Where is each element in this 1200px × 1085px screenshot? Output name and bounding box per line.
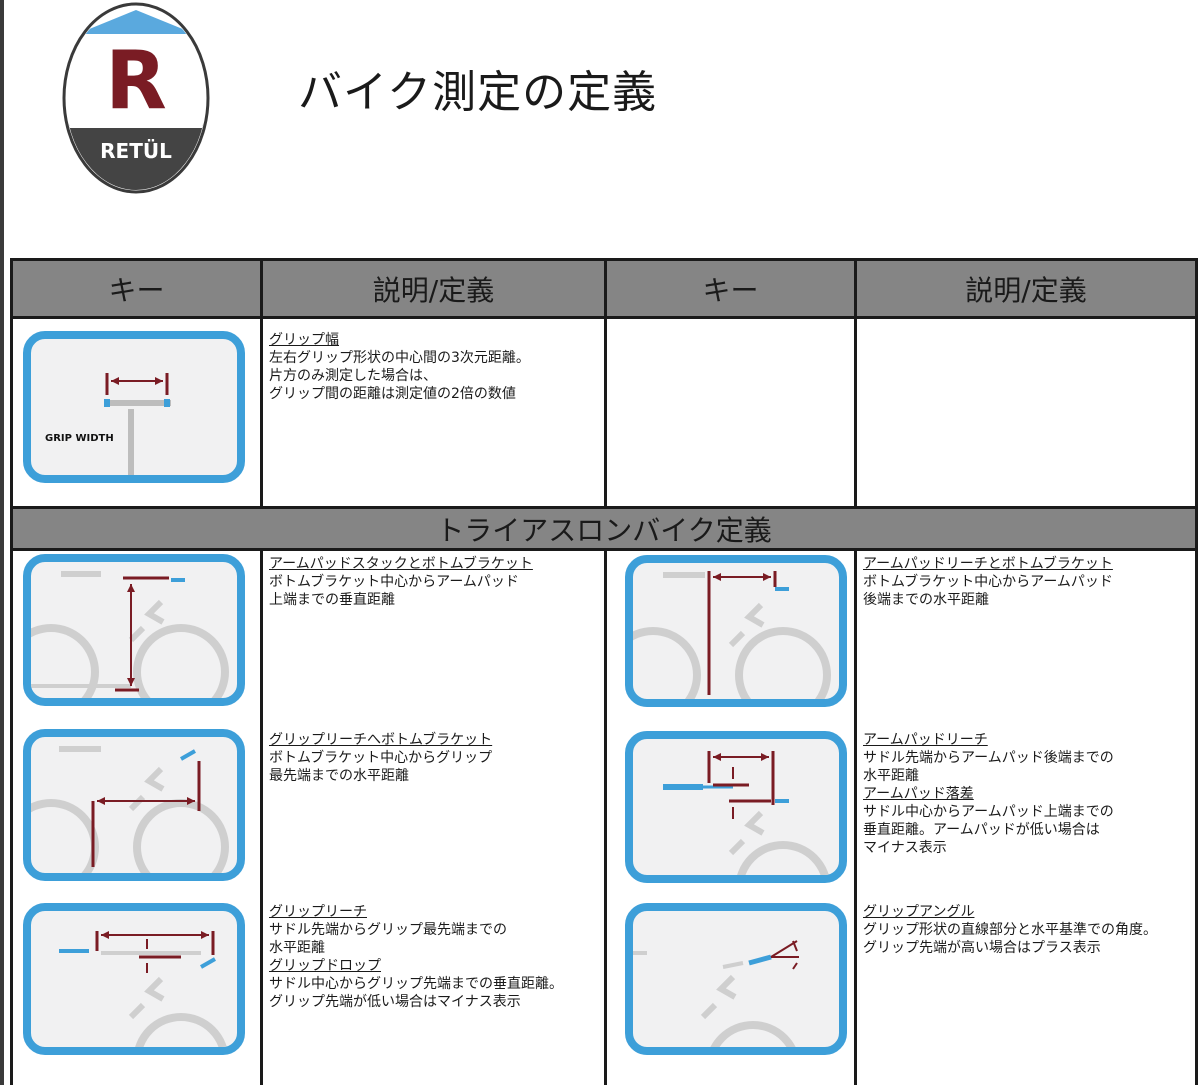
pad-reach-bb-line: ボトムブラケット中心からアームパッド <box>863 574 1113 590</box>
triathlon-section: アームパッドスタックとボトムブラケット ボトムブラケット中心からアームパッド 上… <box>13 551 1195 1085</box>
header-key-2: キー <box>607 261 857 316</box>
grip-reach-bb-diagram <box>23 729 245 881</box>
pad-reach-bb-diagram <box>625 555 847 707</box>
logo-letter: R <box>105 34 167 127</box>
grip-angle-diagram <box>625 903 847 1055</box>
grip-angle-line: グリップ形状の直線部分と水平基準での角度。 <box>863 922 1157 938</box>
pad-reach-line: 水平距離 <box>863 768 919 784</box>
pad-stack-line: 上端までの垂直距離 <box>269 592 395 608</box>
key-column-left <box>13 551 263 1085</box>
grip-width-line: 片方のみ測定した場合は、 <box>269 368 437 384</box>
grip-angle-line: グリップ先端が高い場合はプラス表示 <box>863 940 1101 956</box>
grip-drop-title: グリップドロップ <box>269 958 381 974</box>
grip-drop-line: グリップ先端が低い場合はマイナス表示 <box>269 994 521 1010</box>
grip-width-line: グリップ間の距離は測定値の2倍の数値 <box>269 386 516 402</box>
grip-width-label: GRIP WIDTH <box>45 433 114 444</box>
pad-drop-line: 垂直距離。アームパッドが低い場合は <box>863 822 1100 838</box>
grip-width-title: グリップ幅 <box>269 332 339 348</box>
pad-drop-line: マイナス表示 <box>863 840 947 856</box>
grip-reach-line: サドル先端からグリップ最先端までの <box>269 922 507 938</box>
desc-column-right: アームパッドリーチとボトムブラケット ボトムブラケット中心からアームパッド 後端… <box>857 551 1195 1085</box>
pad-stack-diagram <box>23 554 245 706</box>
definitions-table: キー 説明/定義 キー 説明/定義 GRIP WIDTH <box>10 258 1198 1085</box>
grip-reach-line: 水平距離 <box>269 940 325 956</box>
page-title: バイク測定の定義 <box>298 67 658 118</box>
table-row: GRIP WIDTH グリップ幅 左右グリップ形状の中心間の3次元距離。 片方の… <box>13 319 1195 509</box>
grip-reach-bb-title: グリップリーチへボトムブラケット <box>269 732 493 748</box>
pad-reach-bb-title: アームパッドリーチとボトムブラケット <box>863 556 1113 572</box>
empty-desc-cell <box>857 319 1195 506</box>
pad-reach-diagram <box>625 731 847 883</box>
table-header-row: キー 説明/定義 キー 説明/定義 <box>13 261 1195 319</box>
pad-stack-line: ボトムブラケット中心からアームパッド <box>269 574 519 590</box>
grip-reach-bb-line: 最先端までの水平距離 <box>269 768 409 784</box>
grip-width-diagram: GRIP WIDTH <box>23 331 245 483</box>
key-cell: GRIP WIDTH <box>13 319 263 506</box>
header-key-1: キー <box>13 261 263 316</box>
pad-drop-line: サドル中心からアームパッド上端までの <box>863 804 1114 820</box>
header-desc-2: 説明/定義 <box>965 273 1087 307</box>
pad-stack-title: アームパッドスタックとボトムブラケット <box>269 556 533 572</box>
grip-reach-title: グリップリーチ <box>269 904 367 920</box>
pad-reach-bb-line: 後端までの水平距離 <box>863 592 989 608</box>
section-heading: トライアスロンバイク定義 <box>13 509 1195 551</box>
pad-reach-title: アームパッドリーチ <box>863 732 988 748</box>
pad-drop-title: アームパッド落差 <box>863 786 974 802</box>
desc-column-left: アームパッドスタックとボトムブラケット ボトムブラケット中心からアームパッド 上… <box>263 551 607 1085</box>
retul-logo: R RETÜL <box>62 2 210 194</box>
pad-reach-line: サドル先端からアームパッド後端までの <box>863 750 1114 766</box>
header-desc-1: 説明/定義 <box>263 261 607 316</box>
grip-reach-diagram <box>23 903 245 1055</box>
grip-angle-title: グリップアングル <box>863 904 975 920</box>
logo-brand: RETÜL <box>100 139 172 163</box>
empty-key-cell <box>607 319 857 506</box>
page-left-rule <box>0 0 4 1085</box>
grip-drop-line: サドル中心からグリップ先端までの垂直距離。 <box>269 976 563 992</box>
desc-cell: グリップ幅 左右グリップ形状の中心間の3次元距離。 片方のみ測定した場合は、 グ… <box>263 319 607 506</box>
key-column-right <box>607 551 857 1085</box>
grip-reach-bb-line: ボトムブラケット中心からグリップ <box>269 750 493 766</box>
grip-width-line: 左右グリップ形状の中心間の3次元距離。 <box>269 350 530 366</box>
